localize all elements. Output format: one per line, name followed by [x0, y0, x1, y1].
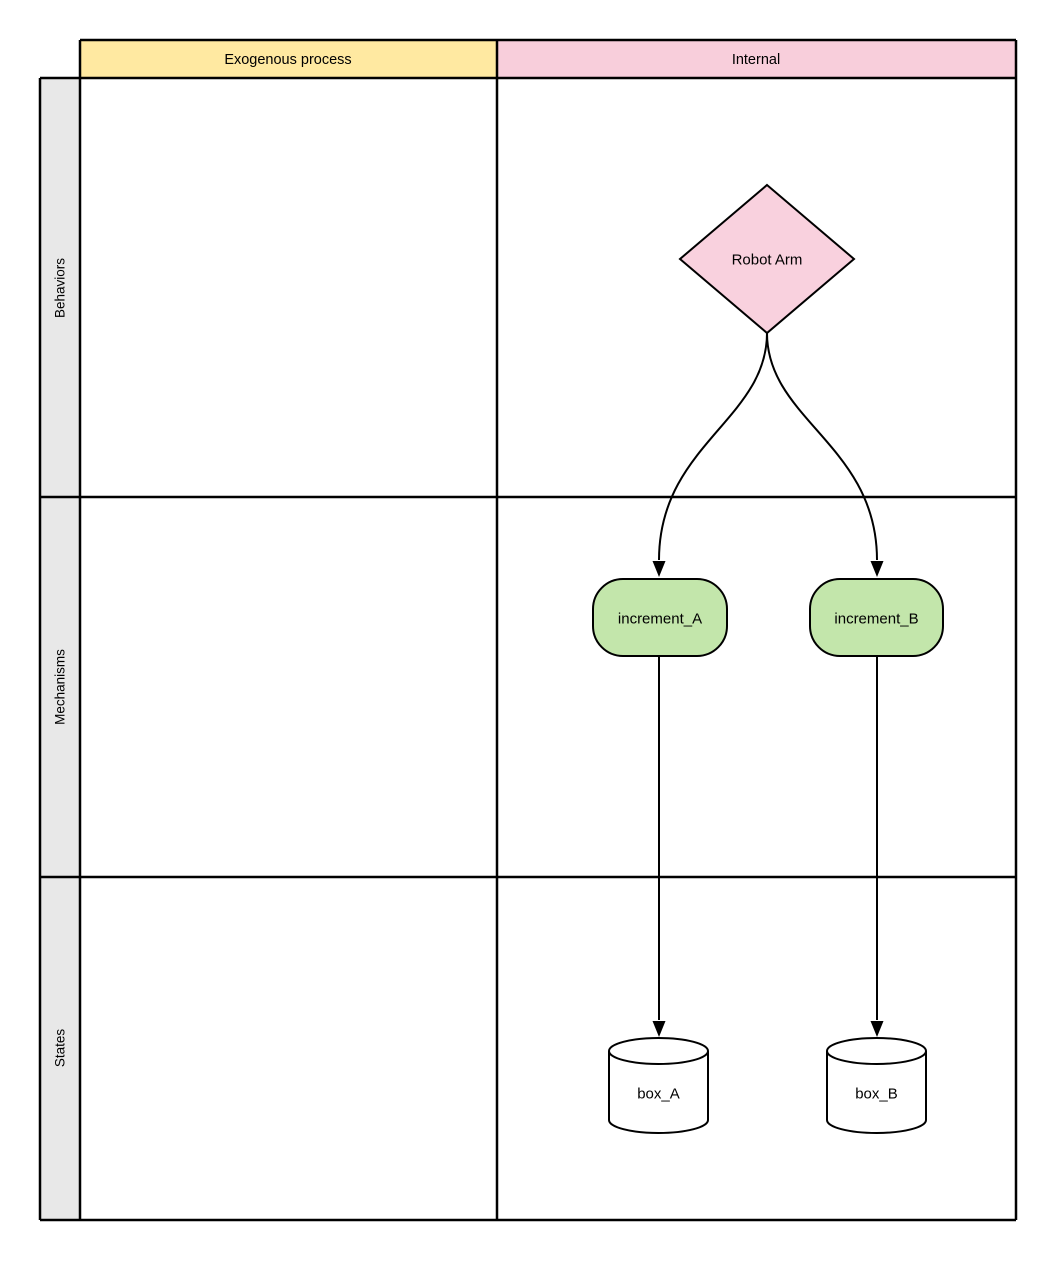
edge-robot-arm-to-increment-b	[766, 332, 878, 561]
column-header-exogenous-process: Exogenous process	[224, 52, 351, 68]
row-header-states-strip	[40, 877, 80, 1220]
arrowhead-box-a	[652, 1021, 666, 1037]
column-header-internal: Internal	[732, 52, 780, 68]
node-increment-a	[592, 578, 728, 657]
row-header-states: States	[53, 1029, 68, 1068]
arrowhead-increment-a	[652, 561, 666, 577]
header-cell-internal	[497, 40, 1016, 78]
node-increment-b-label: increment_B	[834, 610, 918, 627]
row-header-behaviors-strip	[40, 78, 80, 497]
node-robot-arm	[678, 183, 856, 335]
node-box-b-label: box_B	[855, 1085, 898, 1102]
node-box-b-top-rim	[826, 1050, 927, 1065]
edge-robot-arm-to-increment-a	[658, 332, 768, 561]
row-header-mechanisms: Mechanisms	[53, 649, 68, 725]
arrowhead-box-b	[870, 1021, 884, 1037]
arrowhead-increment-b	[870, 561, 884, 577]
node-increment-b	[809, 578, 944, 657]
node-box-a-top-rim	[608, 1050, 709, 1065]
header-cell-exogenous-process	[80, 40, 497, 78]
matrix-grid-lines	[38, 38, 1018, 1222]
node-increment-a-label: increment_A	[618, 610, 702, 627]
row-header-mechanisms-strip	[40, 497, 80, 877]
node-box-a-label: box_A	[637, 1085, 680, 1102]
row-header-behaviors: Behaviors	[53, 258, 68, 318]
node-robot-arm-label: Robot Arm	[732, 251, 803, 268]
